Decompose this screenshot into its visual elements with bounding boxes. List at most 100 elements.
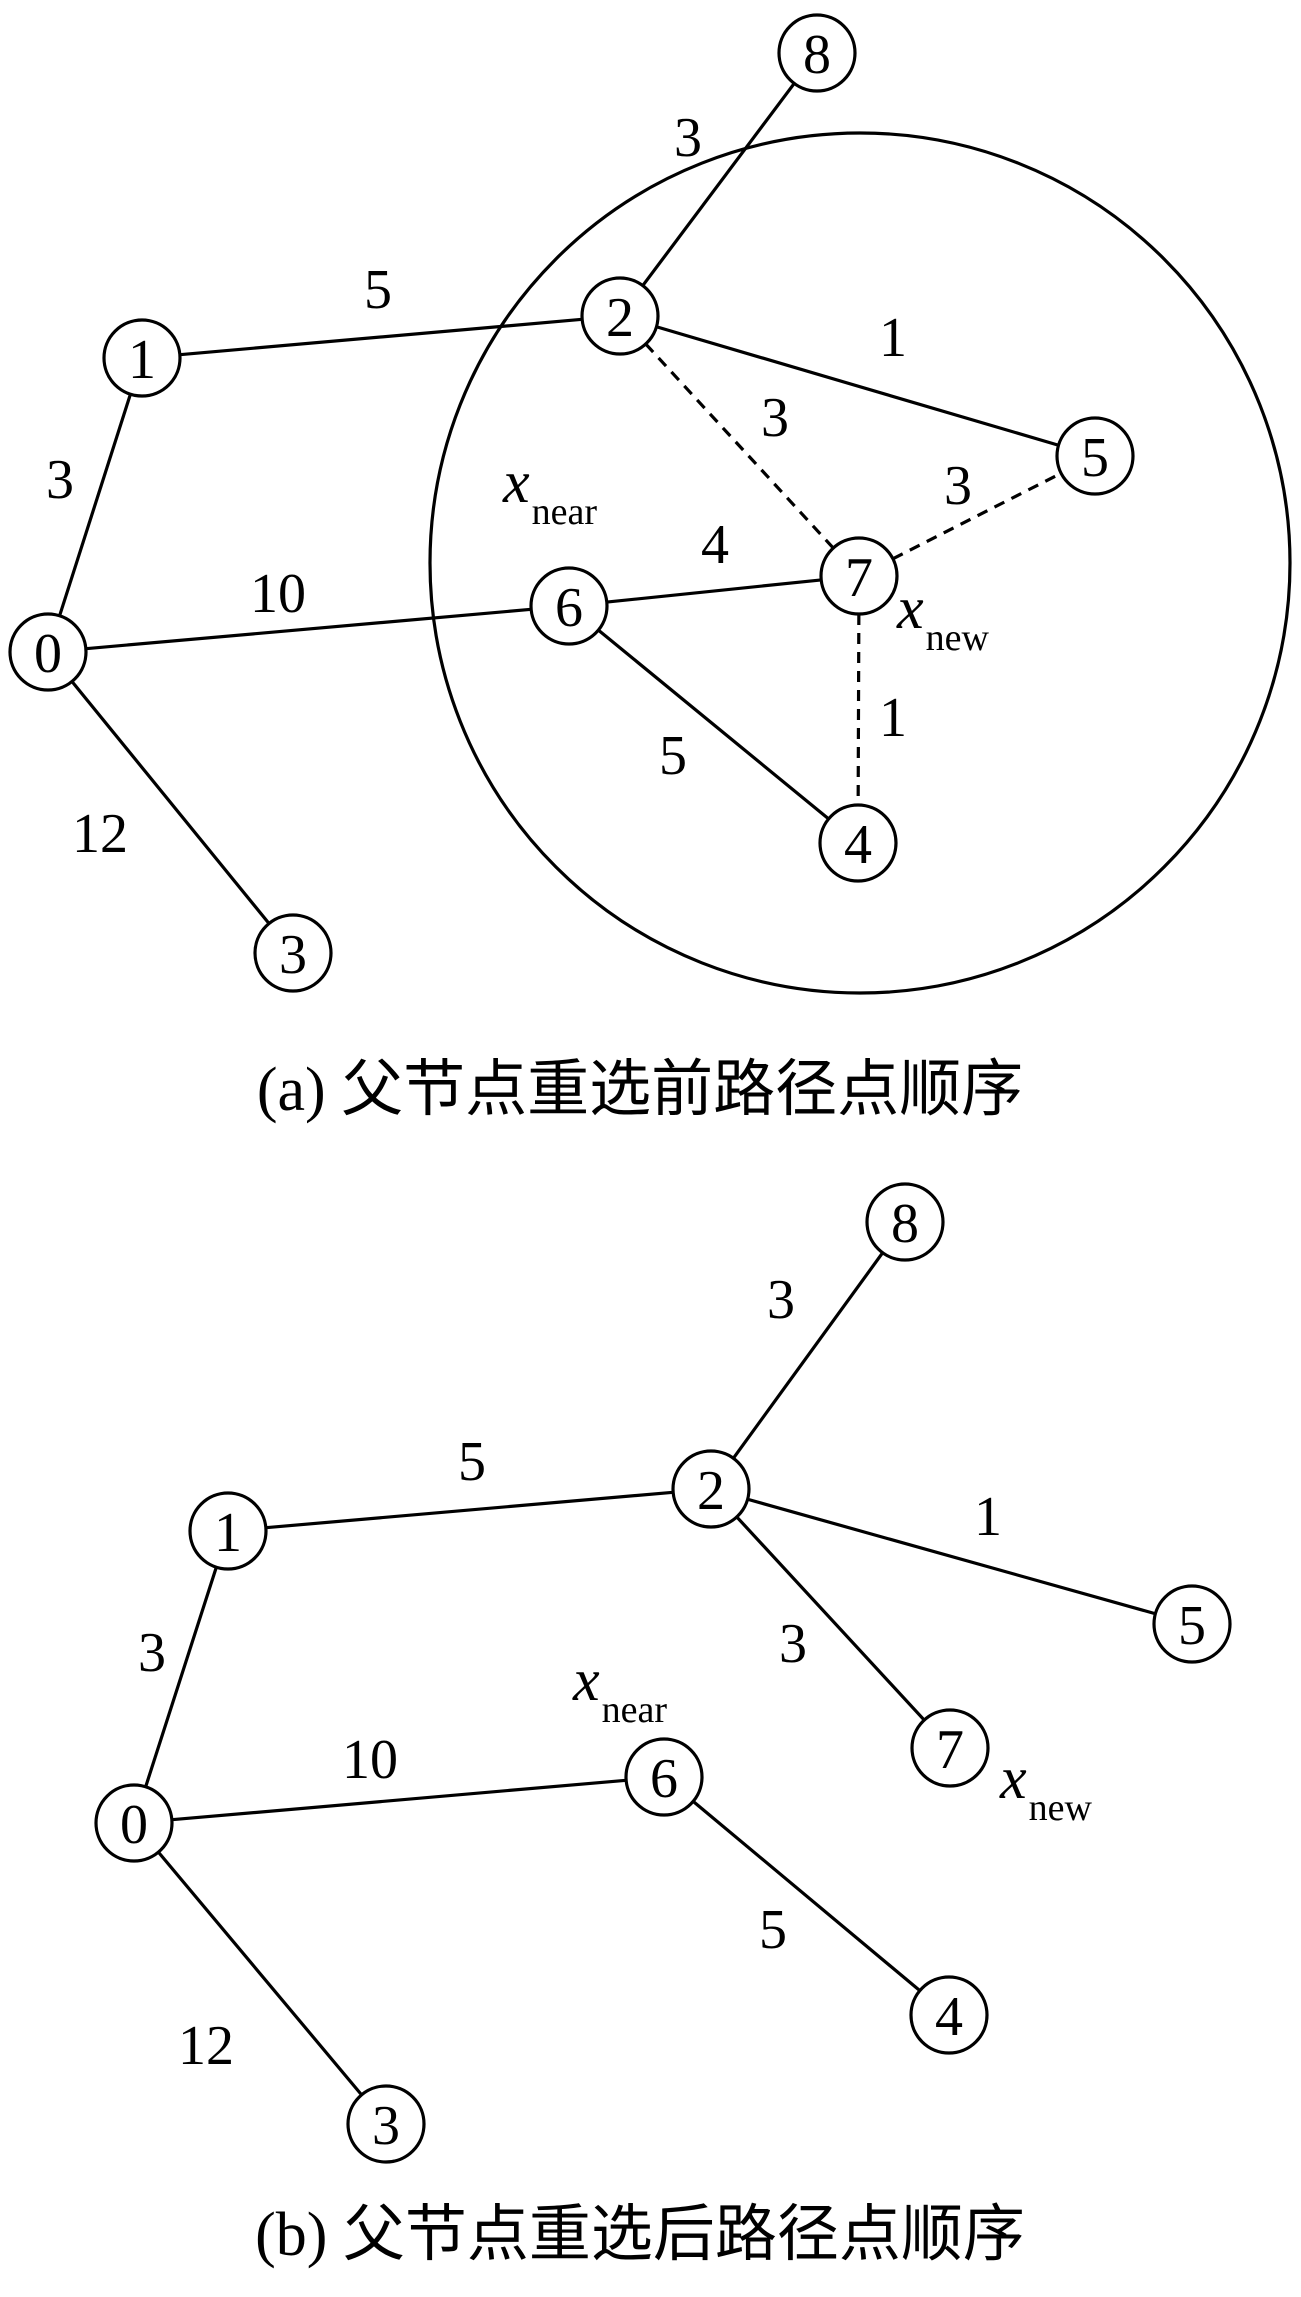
- node-circle-2: [671, 1449, 751, 1529]
- edge-2-7: [735, 1515, 926, 1722]
- node-1: 1: [188, 1491, 268, 1571]
- annotation-sub-new: new: [1029, 1787, 1093, 1829]
- node-label-5: 5: [1081, 427, 1109, 489]
- annotation-sub-near: near: [602, 1689, 668, 1731]
- node-label-0: 0: [120, 1794, 148, 1856]
- edge-weight-6-4: 5: [759, 1899, 787, 1961]
- panel-b-nodes: 0 1 2 3 4 5 6 7 8: [94, 1182, 1232, 2164]
- node-label-3: 3: [279, 924, 307, 986]
- annotation-x-near: xnear: [502, 449, 597, 533]
- annotation-main: x: [572, 1647, 600, 1713]
- edge-6-4: [692, 1800, 921, 1992]
- node-3: 3: [346, 2084, 426, 2164]
- node-circle-3: [346, 2084, 426, 2164]
- node-7: 7: [910, 1708, 990, 1788]
- edge-weight-2-7: 3: [779, 1613, 807, 1675]
- node-label-5: 5: [1178, 1595, 1206, 1657]
- node-4: 4: [909, 1975, 989, 2055]
- panel-b-edges: [144, 1251, 1156, 2096]
- node-8: 8: [865, 1182, 945, 1262]
- edge-weight-2-5: 1: [974, 1486, 1002, 1548]
- edge-weight-2-8: 3: [767, 1269, 795, 1331]
- edge-2-7: [644, 342, 835, 550]
- node-circle-6: [624, 1737, 704, 1817]
- edge-7-4: [856, 613, 861, 806]
- node-label-1: 1: [128, 329, 156, 391]
- node-circle-6: [529, 566, 609, 646]
- panel-b-caption: (b) 父节点重选后路径点顺序: [255, 2201, 1025, 2269]
- edge-weight-7-5: 3: [944, 455, 972, 517]
- node-5: 5: [1055, 416, 1135, 496]
- edge-0-3: [70, 680, 271, 925]
- node-6: 6: [624, 1737, 704, 1817]
- edge-0-1: [144, 1566, 218, 1788]
- node-7: 7: [819, 536, 899, 616]
- panel-a-edges: [58, 82, 1062, 925]
- edge-weight-1-2: 5: [458, 1431, 486, 1493]
- node-label-4: 4: [844, 814, 872, 876]
- node-label-0: 0: [34, 623, 62, 685]
- node-circle-7: [819, 536, 899, 616]
- node-label-2: 2: [697, 1460, 725, 1522]
- node-1: 1: [102, 318, 182, 398]
- node-circle-0: [94, 1783, 174, 1863]
- node-label-7: 7: [936, 1719, 964, 1781]
- node-circle-8: [865, 1182, 945, 1262]
- edge-6-7: [606, 578, 822, 604]
- node-label-2: 2: [606, 287, 634, 349]
- node-0: 0: [8, 612, 88, 692]
- edge-weight-2-5: 1: [879, 307, 907, 369]
- edge-1-2: [265, 1490, 674, 1530]
- neighborhood-range-circle: [428, 131, 1292, 995]
- node-5: 5: [1152, 1584, 1232, 1664]
- node-2: 2: [671, 1449, 751, 1529]
- edge-weight-6-7: 4: [701, 514, 729, 576]
- annotation-sub-new: new: [926, 617, 990, 659]
- node-4: 4: [818, 803, 898, 883]
- node-label-7: 7: [845, 547, 873, 609]
- panel-a-caption: (a) 父节点重选前路径点顺序: [257, 1056, 1023, 1124]
- node-circle-3: [253, 913, 333, 993]
- edge-weight-2-7: 3: [761, 387, 789, 449]
- node-circle-8: [777, 13, 857, 93]
- node-circle-5: [1152, 1584, 1232, 1664]
- edge-6-4: [597, 628, 830, 821]
- edge-2-5: [655, 325, 1060, 447]
- edge-weight-7-4: 1: [879, 687, 907, 749]
- edge-2-5: [747, 1497, 1156, 1616]
- node-circle-4: [909, 1975, 989, 2055]
- annotation-x-new: xnew: [896, 575, 990, 659]
- node-label-6: 6: [555, 577, 583, 639]
- edge-0-3: [157, 1851, 363, 2096]
- annotation-x-new: xnew: [999, 1745, 1093, 1829]
- edge-0-6: [171, 1778, 627, 1822]
- edge-weight-2-8: 3: [674, 107, 702, 169]
- node-3: 3: [253, 913, 333, 993]
- edge-weight-0-1: 3: [138, 1622, 166, 1684]
- node-circle-1: [188, 1491, 268, 1571]
- node-circle-7: [910, 1708, 990, 1788]
- edge-0-1: [58, 393, 132, 617]
- annotation-sub-near: near: [532, 491, 598, 533]
- node-8: 8: [777, 13, 857, 93]
- node-label-6: 6: [650, 1748, 678, 1810]
- edge-weight-0-6: 10: [250, 563, 306, 625]
- edge-weight-0-3: 12: [72, 803, 128, 865]
- node-0: 0: [94, 1783, 174, 1863]
- annotation-main: x: [999, 1745, 1027, 1811]
- edge-1-2: [179, 317, 583, 357]
- node-2: 2: [580, 276, 660, 356]
- node-label-8: 8: [891, 1193, 919, 1255]
- edge-weight-0-6: 10: [342, 1729, 398, 1791]
- annotation-main: x: [502, 449, 530, 515]
- edge-7-5: [892, 471, 1062, 561]
